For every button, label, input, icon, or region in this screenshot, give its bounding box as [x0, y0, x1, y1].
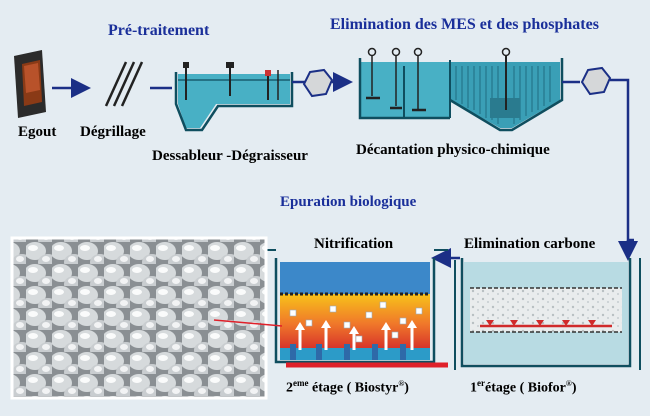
zoom-pointer [213, 319, 283, 327]
biostyr-tank-icon [262, 249, 448, 372]
settling-tank-icon [358, 47, 564, 132]
flow-pipe [610, 78, 634, 242]
pump-icon [302, 68, 334, 98]
pump-icon [580, 66, 612, 96]
screen-bars-icon [104, 61, 144, 107]
section-title-pretreatment: Pré-traitement [108, 22, 210, 39]
stage-egout-label: Egout [18, 124, 57, 140]
nitrification-title: Nitrification [314, 236, 394, 252]
section-title-mes: Elimination des MES et des phosphates [330, 16, 599, 33]
bead-media-photo [10, 236, 268, 400]
grit-tank-icon [174, 62, 294, 132]
stage-degrillage-label: Dégrillage [80, 124, 146, 140]
carbon-removal-title: Elimination carbone [464, 236, 596, 252]
stage-decantation-label: Décantation physico-chimique [356, 142, 550, 158]
stage2-label: 2eme étage ( Biostyr®) [286, 378, 409, 396]
biofor-tank-icon [454, 258, 641, 370]
sewer-pipe-icon [14, 50, 46, 118]
stage-dessableur-label: Dessableur -Dégraisseur [152, 148, 308, 164]
stage1-label: 1erétage ( Biofor®) [470, 378, 577, 396]
section-title-biological: Epuration biologique [280, 194, 417, 210]
